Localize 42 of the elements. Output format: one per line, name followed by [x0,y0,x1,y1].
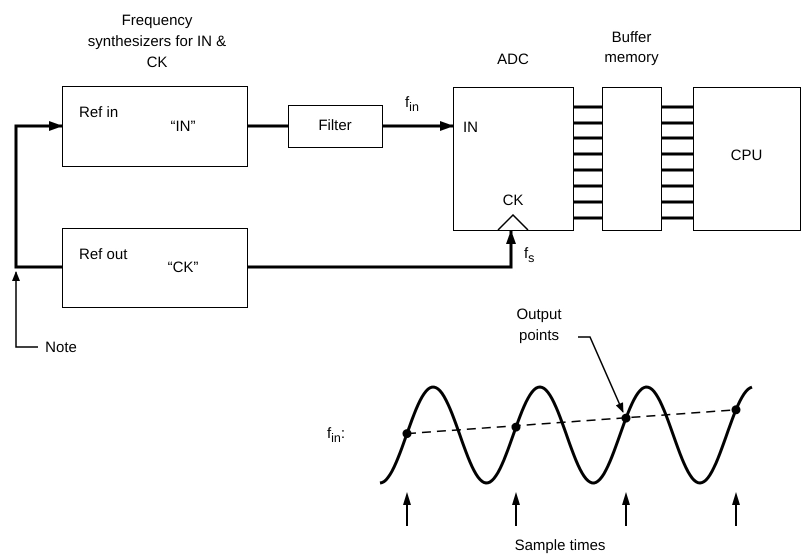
port-label: CK [502,191,524,211]
block-heading: ADC [496,50,530,70]
bus-line [662,168,693,172]
callout-text: Output points [500,304,578,346]
bus-line [662,152,693,156]
bus-line [574,200,602,204]
note-text: Note [38,337,84,359]
bus-line [574,122,602,124]
bus-line [574,168,602,172]
bus-line [662,136,693,140]
bus-line [574,152,602,156]
group-heading: Frequency synthesizers for IN & CK [87,11,227,73]
leader-line [12,271,38,348]
arrow [383,121,454,131]
arrow [248,230,516,268]
block-label: CPU [730,146,764,166]
port-label: Ref in [79,103,120,123]
bus-line [662,122,693,124]
block-label: Filter [317,116,353,136]
arrow [14,121,63,268]
port-label: Ref out [79,245,128,265]
port-label: IN [463,118,479,138]
cpu-box [693,87,801,231]
bus-line [574,184,602,188]
block-label: “CK” [166,258,200,278]
edge-label: f$_{s}$ [524,244,534,267]
edge-label: f$_{in}$ [405,93,419,116]
bus-line [574,136,602,140]
bus-line [662,200,693,204]
synthesizer-box [62,86,248,167]
block-heading: Buffer memory [603,28,660,68]
bus-line [574,216,602,220]
synthesizer-box [62,228,248,308]
bus-line [662,106,693,108]
axis-note: Sample times [514,536,606,556]
signal-label: f$_{in}$: [326,424,346,447]
bus-line [662,216,693,220]
filter-box [288,105,383,148]
leader-line [578,336,624,413]
block-label: “IN” [170,117,196,137]
bus-line [662,184,693,188]
bus-line [574,106,602,108]
